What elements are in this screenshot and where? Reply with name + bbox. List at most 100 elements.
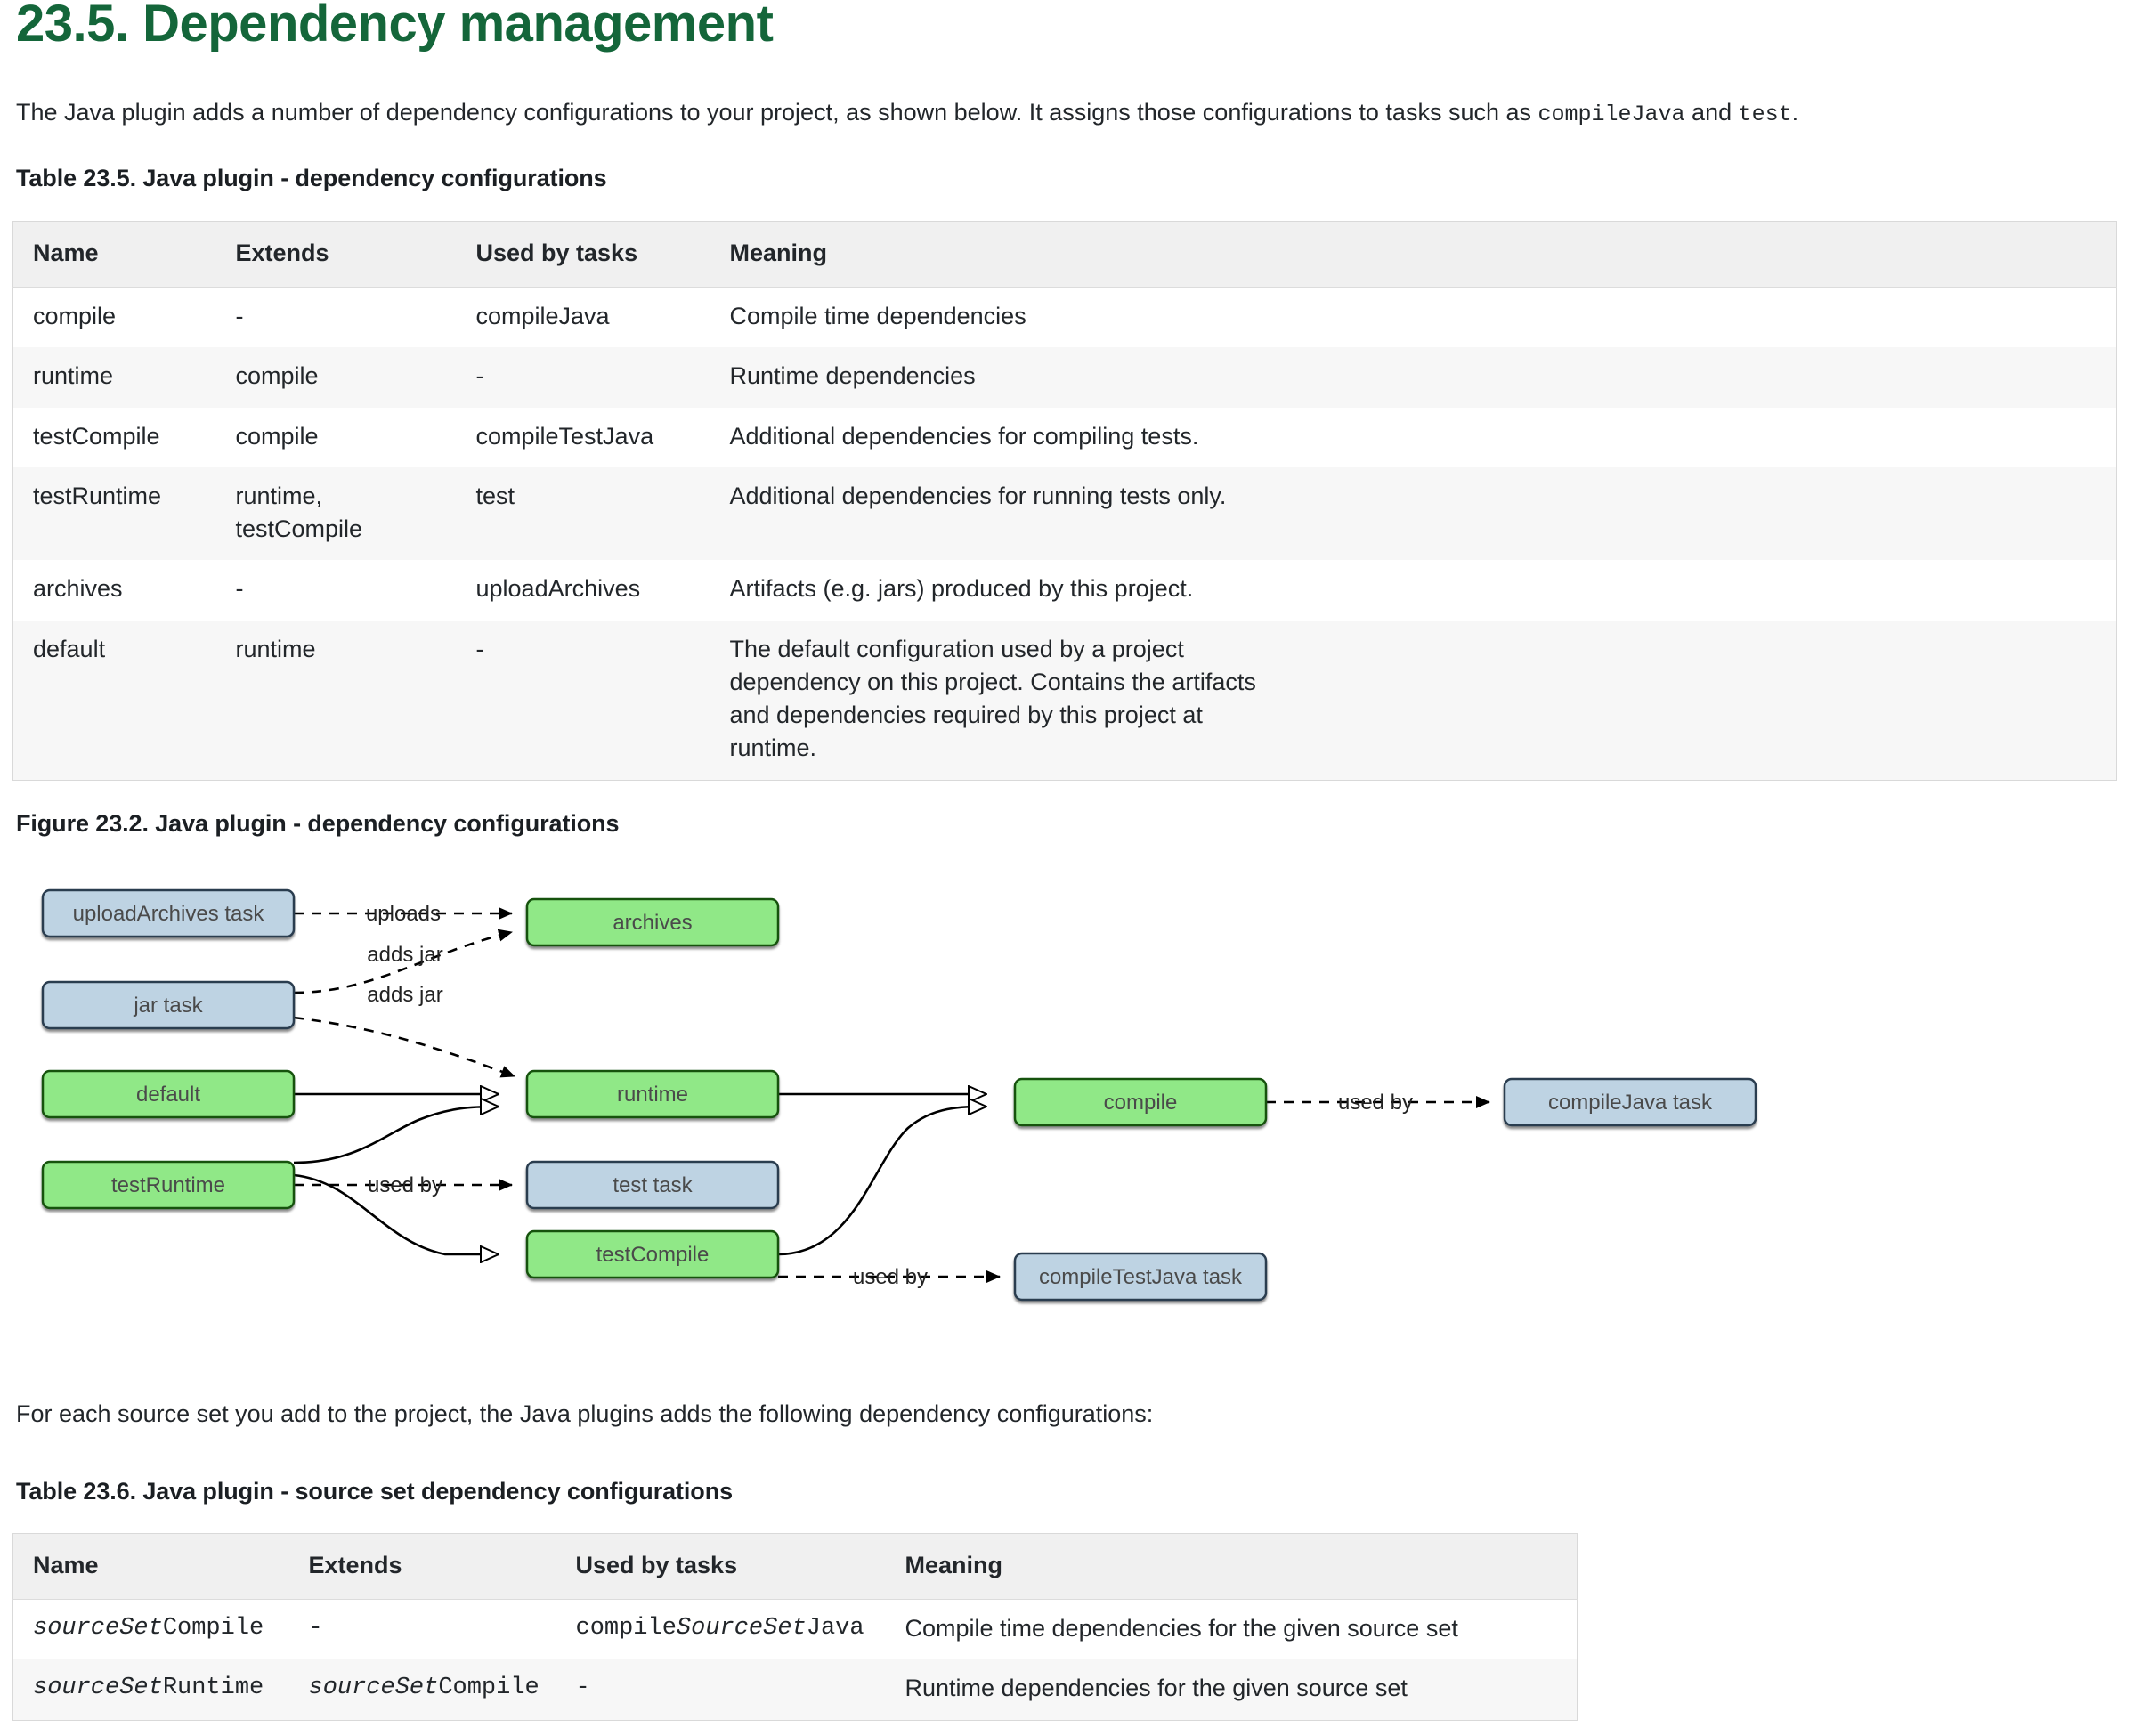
intro-text-mid: and	[1684, 99, 1739, 126]
cell-name: testCompile	[33, 422, 160, 450]
node-default[interactable]: default	[41, 1069, 296, 1119]
cell-meaning: Runtime dependencies	[729, 362, 976, 390]
cell-used-by: -	[556, 1659, 886, 1720]
diagram-edge-labels: uploads adds jar adds jar used by used b…	[366, 902, 1413, 1289]
source-set-dependency-configurations-table: Name Extends Used by tasks Meaning sourc…	[12, 1533, 1578, 1721]
cell-extends: compile	[235, 422, 319, 450]
cell-meaning: Artifacts (e.g. jars) produced by this p…	[729, 575, 1194, 603]
cell-used-by: -	[475, 635, 484, 662]
edge-label-adds-jar-runtime: adds jar	[367, 983, 442, 1007]
table-row: sourceSetCompile - compileSourceSetJava …	[12, 1599, 1578, 1660]
dependency-configurations-diagram: uploads adds jar adds jar used by used b…	[0, 868, 2142, 1331]
cell-name-rest: Runtime	[162, 1675, 264, 1702]
node-testcompile[interactable]: testCompile	[525, 1229, 780, 1279]
node-label: uploadArchives task	[73, 902, 265, 926]
node-label: compileJava task	[1548, 1091, 1713, 1115]
intro-text-after: .	[1791, 99, 1799, 126]
table-row: runtime compile - Runtime dependencies	[12, 347, 2117, 408]
table-row: testRuntime runtime, testCompile test Ad…	[12, 466, 2117, 561]
cell-name-italic: sourceSet	[33, 1675, 163, 1702]
cell-used-by-pre: -	[575, 1675, 590, 1702]
cell-extends: runtime	[235, 635, 316, 662]
node-label: default	[136, 1083, 200, 1107]
intro-paragraph: The Java plugin adds a number of depende…	[16, 96, 2117, 130]
node-testruntime[interactable]: testRuntime	[41, 1160, 296, 1210]
node-archives[interactable]: archives	[525, 897, 780, 947]
cell-extends: -	[235, 303, 244, 329]
cell-name: sourceSetRuntime	[13, 1659, 289, 1720]
column-header-meaning: Meaning	[885, 1533, 1578, 1600]
table-235-caption: Table 23.5. Java plugin - dependency con…	[16, 165, 607, 191]
diagram-svg: uploads adds jar adds jar used by used b…	[41, 888, 1757, 1302]
column-header-used-by-tasks: Used by tasks	[456, 221, 710, 288]
node-compile[interactable]: compile	[1013, 1077, 1268, 1127]
table-236-caption: Table 23.6. Java plugin - source set dep…	[16, 1478, 734, 1505]
edge-label-used-by-compiletestjava: used by	[853, 1265, 928, 1289]
edge-label-adds-jar-archives: adds jar	[367, 943, 442, 967]
dependency-configurations-table: Name Extends Used by tasks Meaning compi…	[12, 221, 2117, 781]
cell-name-italic: sourceSet	[33, 1615, 163, 1642]
node-uploadarchives-task[interactable]: uploadArchives task	[41, 888, 296, 938]
cell-used-by-pre: compile	[575, 1615, 677, 1642]
column-header-extends: Extends	[288, 1533, 556, 1600]
cell-used-by: compileTestJava	[475, 422, 654, 450]
node-jar-task[interactable]: jar task	[41, 980, 296, 1030]
cell-extends-italic: sourceSet	[308, 1675, 439, 1702]
column-header-name: Name	[12, 221, 216, 288]
table-header-row: Name Extends Used by tasks Meaning	[12, 1533, 1578, 1600]
table-row: compile - compileJava Compile time depen…	[12, 287, 2117, 348]
cell-extends: compile	[235, 362, 319, 390]
node-test-task[interactable]: test task	[525, 1160, 780, 1210]
table-row: sourceSetRuntime sourceSetCompile - Runt…	[12, 1659, 1578, 1720]
column-header-name: Name	[12, 1533, 289, 1600]
node-label: test task	[613, 1173, 693, 1197]
cell-used-by-italic: SourceSet	[676, 1615, 807, 1642]
cell-extends: sourceSetCompile	[289, 1659, 556, 1720]
edge-testruntime-testcompile	[293, 1173, 499, 1254]
cell-used-by: uploadArchives	[475, 575, 641, 603]
cell-used-by: test	[475, 482, 515, 509]
node-label: compile	[1104, 1091, 1178, 1115]
cell-extends: -	[235, 575, 244, 603]
node-runtime[interactable]: runtime	[525, 1069, 780, 1119]
cell-used-by-post: Java	[806, 1615, 864, 1642]
node-label: compileTestJava task	[1039, 1265, 1243, 1289]
cell-meaning: Compile time dependencies	[729, 303, 1026, 329]
cell-name: runtime	[33, 362, 114, 390]
source-set-paragraph: For each source set you add to the proje…	[16, 1400, 1154, 1427]
edge-jartask-archives	[293, 929, 513, 994]
cell-extends-rest: -	[308, 1615, 323, 1642]
cell-extends: runtime, testCompile	[235, 482, 363, 542]
page-title: 23.5. Dependency management	[16, 0, 774, 53]
intro-text-before: The Java plugin adds a number of depende…	[16, 99, 1538, 126]
edge-label-uploads: uploads	[366, 902, 441, 926]
cell-extends: -	[289, 1600, 556, 1660]
cell-name-rest: Compile	[162, 1615, 264, 1642]
node-label: jar task	[133, 994, 203, 1018]
edge-label-used-by-compilejava: used by	[1338, 1091, 1413, 1115]
cell-meaning: Runtime dependencies for the given sourc…	[905, 1675, 1408, 1702]
node-label: runtime	[617, 1083, 688, 1107]
cell-name: compile	[33, 303, 117, 329]
cell-name: testRuntime	[33, 482, 162, 509]
node-compilejava-task[interactable]: compileJava task	[1503, 1077, 1757, 1127]
code-compilejava: compileJava	[1538, 101, 1685, 127]
cell-meaning: The default configuration used by a proj…	[729, 635, 1256, 762]
table-row: default runtime - The default configurat…	[12, 620, 2117, 780]
cell-name: default	[33, 635, 106, 662]
cell-name: archives	[33, 575, 123, 603]
table-header-row: Name Extends Used by tasks Meaning	[12, 221, 2117, 288]
cell-meaning: Additional dependencies for running test…	[729, 482, 1227, 509]
code-test: test	[1738, 101, 1792, 127]
cell-used-by: compileSourceSetJava	[556, 1600, 886, 1660]
node-compiletestjava-task[interactable]: compileTestJava task	[1013, 1252, 1268, 1302]
figure-caption: Figure 23.2. Java plugin - dependency co…	[16, 810, 620, 837]
column-header-meaning: Meaning	[710, 221, 2117, 288]
cell-meaning: Compile time dependencies for the given …	[905, 1615, 1458, 1642]
cell-name: sourceSetCompile	[13, 1600, 289, 1660]
diagram-nodes: uploadArchives task archives jar task de…	[41, 888, 1757, 1302]
cell-meaning: Additional dependencies for compiling te…	[729, 422, 1199, 450]
node-label: testRuntime	[111, 1173, 225, 1197]
cell-used-by: compileJava	[475, 303, 610, 329]
